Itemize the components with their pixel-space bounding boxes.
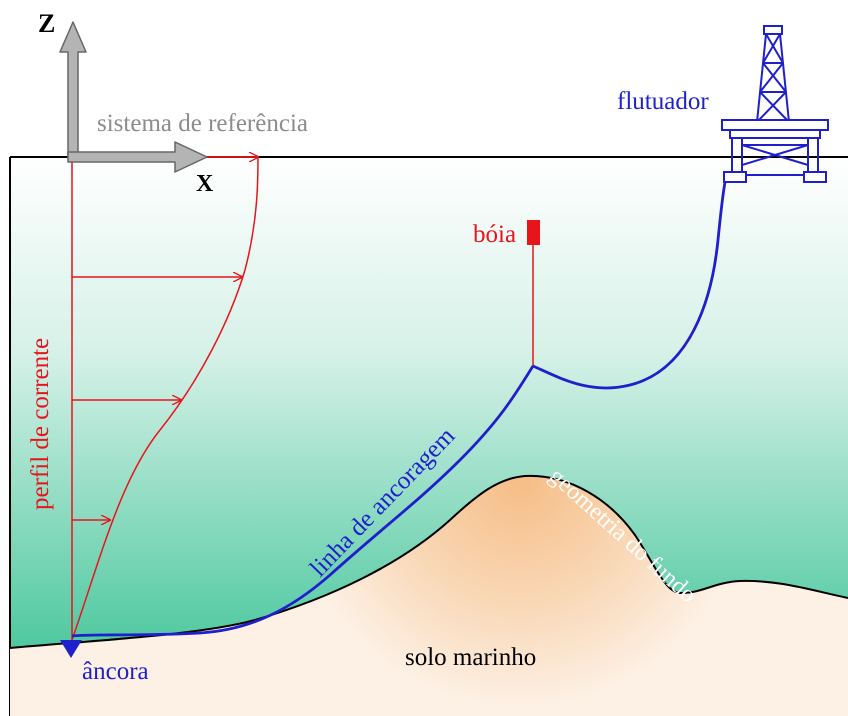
axis-z-label: Z <box>38 9 55 38</box>
anchor-icon <box>60 640 82 658</box>
current-profile-label: perfil de corrente <box>27 338 54 510</box>
mooring-line-upper <box>532 177 728 390</box>
anchor-label: âncora <box>82 658 149 685</box>
z-axis-arrow <box>59 21 87 158</box>
mooring-line-lower <box>71 365 535 638</box>
seabed-soil-label: solo marinho <box>405 644 536 671</box>
seabed-profile <box>9 474 848 649</box>
reference-axes <box>59 21 208 173</box>
seabed-soil <box>10 475 848 716</box>
current-profile-curve <box>71 156 259 641</box>
platform-icon <box>721 25 829 183</box>
buoy-label: bóia <box>473 221 516 248</box>
current-profile <box>71 156 259 641</box>
reference-system-label: sistema de referência <box>97 110 308 137</box>
buoy-icon <box>527 220 540 245</box>
float-label: flutuador <box>617 88 709 115</box>
axis-x-label: X <box>196 171 214 197</box>
x-axis-arrow <box>67 141 208 173</box>
